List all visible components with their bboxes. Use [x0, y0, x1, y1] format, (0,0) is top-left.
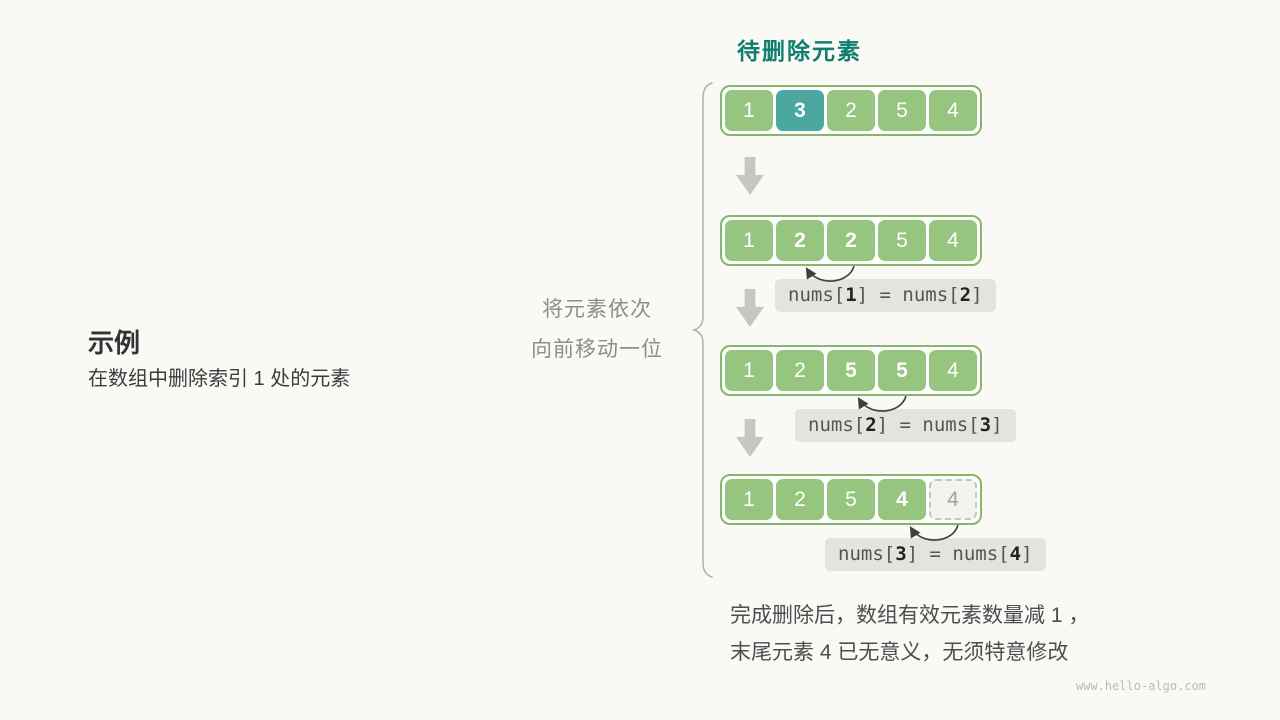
code-index: 1 — [845, 284, 857, 306]
footer-note-line2: 末尾元素 4 已无意义，无须特意修改 — [730, 641, 1069, 664]
code-text: nums[ — [788, 284, 846, 306]
array-cell: 4 — [929, 90, 977, 131]
array-cell: 2 — [776, 350, 824, 391]
code-text: nums[ — [838, 543, 896, 565]
code-index: 3 — [979, 414, 992, 436]
array-cell: 4 — [929, 479, 977, 520]
code-text: ] = nums[ — [856, 284, 960, 306]
example-description: 在数组中删除索引 1 处的元素 — [88, 368, 351, 390]
code-index: 2 — [865, 414, 877, 436]
array-cell: 1 — [725, 350, 773, 391]
shift-note: 将元素依次 向前移动一位 — [512, 290, 682, 370]
code-text: ] — [991, 414, 1003, 436]
code-text: nums[ — [808, 414, 866, 436]
array-cell: 4 — [878, 479, 926, 520]
watermark: www.hello-algo.com — [1075, 679, 1206, 693]
array-cell: 5 — [878, 220, 926, 261]
array-cell: 2 — [827, 220, 875, 261]
array-cell: 2 — [776, 220, 824, 261]
array-cell: 4 — [929, 350, 977, 391]
example-title: 示例 — [88, 328, 141, 358]
shift-note-line1: 将元素依次 — [542, 298, 652, 321]
array-cell: 2 — [827, 90, 875, 131]
code-index: 3 — [895, 543, 907, 565]
array-cell: 5 — [827, 350, 875, 391]
array-cell: 1 — [725, 479, 773, 520]
footer-note: 完成删除后，数组有效元素数量减 1 ， 末尾元素 4 已无意义，无须特意修改 — [730, 597, 1089, 671]
brace — [691, 82, 713, 578]
down-arrow-icon — [736, 157, 764, 195]
array-cell: 1 — [725, 220, 773, 261]
assignment-label-3: nums[3] = nums[4] — [825, 538, 1046, 571]
shift-note-line2: 向前移动一位 — [531, 338, 663, 361]
footer-note-line1: 完成删除后，数组有效元素数量减 1 ， — [730, 604, 1090, 627]
down-arrow-icon — [736, 419, 764, 457]
array-cell: 1 — [725, 90, 773, 131]
code-text: ] = nums[ — [876, 414, 980, 436]
array-cell: 5 — [827, 479, 875, 520]
assignment-label-2: nums[2] = nums[3] — [795, 409, 1016, 442]
array-cell: 3 — [776, 90, 824, 131]
code-text: ] = nums[ — [906, 543, 1010, 565]
code-index: 4 — [1009, 543, 1022, 565]
code-index: 2 — [959, 284, 972, 306]
assignment-label-1: nums[1] = nums[2] — [775, 279, 996, 312]
array-cell: 2 — [776, 479, 824, 520]
code-text: ] — [971, 284, 983, 306]
down-arrow-icon — [736, 289, 764, 327]
target-element-label: 待删除元素 — [737, 38, 862, 64]
array-cell: 5 — [878, 90, 926, 131]
code-text: ] — [1021, 543, 1033, 565]
array-cell: 4 — [929, 220, 977, 261]
array-cell: 5 — [878, 350, 926, 391]
